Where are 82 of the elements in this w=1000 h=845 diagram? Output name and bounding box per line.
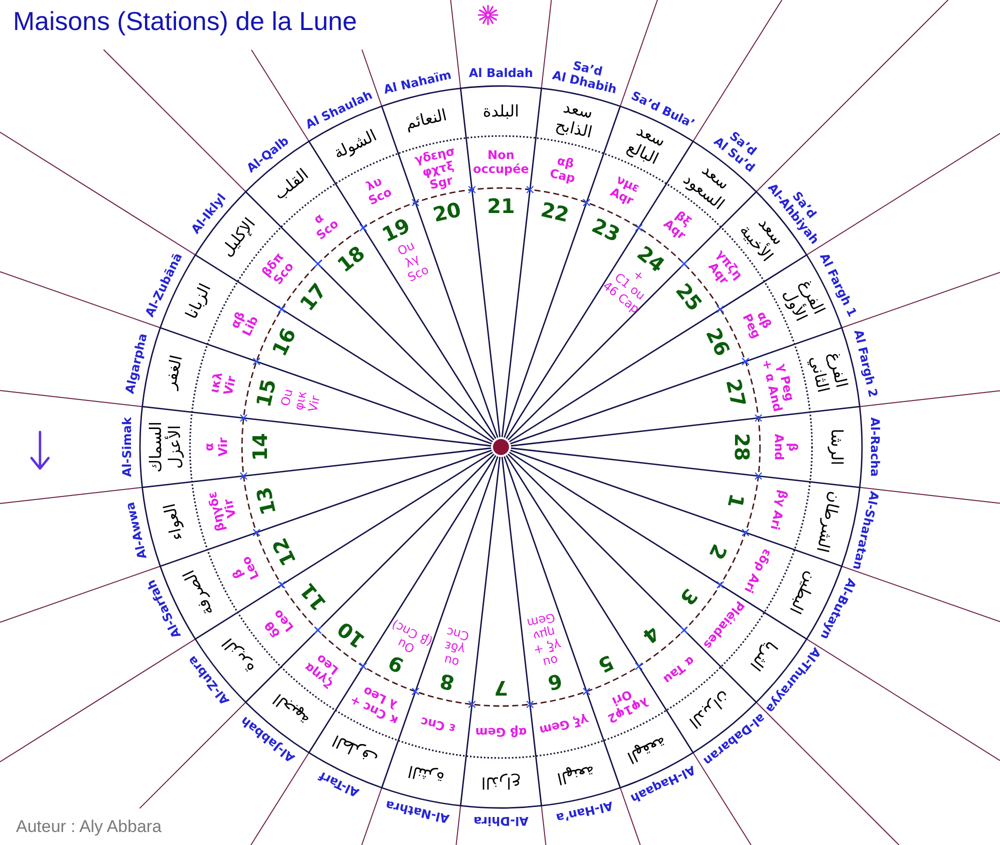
arabic-name: الهقعة: [623, 732, 670, 768]
arabic-name: الهنعة: [554, 760, 598, 788]
star-label: αβ Lib: [226, 308, 262, 340]
arabic-name: النعائم: [402, 105, 450, 134]
mansion-number: 16: [267, 324, 300, 361]
star-label: λυ Sco: [363, 173, 396, 208]
mansion-name: Al Fargh 2: [850, 328, 880, 400]
arabic-name: البلدة: [482, 102, 520, 120]
mansion-name: Sa’d Al Dhabih: [550, 58, 619, 97]
star-note: ou γδε Cnc: [442, 624, 472, 672]
star-label: νμε Aqr: [606, 172, 642, 208]
mansion-number: 17: [294, 278, 330, 316]
title: Maisons (Stations) de la Lune: [13, 6, 357, 36]
mansion-number: 27: [722, 376, 750, 410]
mansion-number: 14: [249, 432, 271, 462]
mansion-name: Al-Dhira: [472, 814, 530, 828]
arabic-name: الطرف: [328, 730, 382, 770]
star-label: α Tau: [660, 652, 698, 688]
star-note: ou γξ + ημν Gem: [524, 610, 563, 672]
mansion-number: 1: [723, 490, 748, 511]
mansion-name: Al-Han’a: [554, 798, 615, 826]
mansion-number: 12: [267, 533, 300, 570]
arabic-name: سعد البالع: [623, 120, 668, 169]
mansion-name: Al Baldah: [468, 66, 534, 80]
mansion-number: 18: [332, 240, 370, 276]
mansion-number: 23: [587, 213, 624, 246]
star-label: ικλ Vir: [206, 369, 240, 398]
star-label: ε Cnc: [418, 714, 458, 736]
star-label: αβ Gem: [474, 724, 528, 739]
arabic-name: الفرغ الأول: [778, 276, 829, 326]
star-label: β And: [772, 432, 800, 462]
arabic-name: الغفر: [160, 352, 187, 392]
star-label: βγ Ari: [767, 488, 790, 533]
star-label: β Leo: [228, 552, 262, 584]
star-label: αβ Cap: [548, 152, 578, 186]
star-label: γ Peg + α And: [759, 356, 798, 414]
star-label: α Vir: [202, 436, 230, 458]
arabic-name: الصرفة: [179, 566, 218, 619]
mansion-name: Al Nahaïm: [382, 68, 454, 98]
arabic-name: الرشا: [827, 428, 846, 466]
star-label: εδρ Ari: [740, 546, 775, 596]
star-label: γξ Gem: [538, 712, 592, 738]
star-label: αβ Peg: [739, 308, 776, 342]
star-label: βξ Aqr: [660, 208, 694, 244]
arabic-name: الشولة: [330, 125, 381, 164]
mansion-number: 20: [430, 198, 464, 226]
arabic-name: النثرة: [406, 761, 447, 788]
star-label: κ Cnc + λ Leo: [347, 682, 402, 728]
star-label: βηγδε Vir: [204, 490, 240, 534]
arabic-name: البطين: [785, 568, 822, 617]
mansion-number: 8: [437, 669, 458, 694]
mansion-number: 7: [493, 676, 509, 699]
mansion-number: 22: [538, 198, 572, 226]
star-label: γδεησ φχτξ Sgr: [412, 144, 457, 194]
star-note: Ou λγ Sco: [394, 238, 432, 286]
arabic-name: سعد الذابح: [552, 96, 596, 142]
mansion-number: 25: [672, 278, 708, 316]
mansion-number: 26: [702, 324, 734, 361]
mansion-number: 5: [594, 650, 618, 678]
mansion-name: Al-Awwa: [122, 499, 150, 561]
arabic-name: الشرطان: [812, 488, 845, 555]
mansion-number: 11: [294, 578, 330, 616]
mansion-number: 2: [704, 540, 732, 564]
mansion-number: 13: [252, 484, 280, 518]
star-label: α Sco: [310, 210, 342, 244]
mansion-number: 6: [544, 669, 565, 694]
arabic-name: الإكليل: [217, 214, 260, 262]
mansion-name: Al-Racha: [868, 416, 882, 478]
arabic-name: الزبانا: [182, 280, 216, 323]
mansion-number: 21: [486, 195, 516, 217]
mansion-number: 3: [676, 584, 703, 610]
arabic-name: السماك الأعزل: [146, 420, 184, 474]
mansion-name: Al-Simak: [120, 416, 134, 478]
credit-text: Auteur : Aly Abbara: [16, 817, 162, 837]
mansion-number: 4: [638, 622, 664, 649]
star-note: + C1 ou 46 Cap: [598, 266, 648, 316]
arabic-name: الفرغ الثاني: [806, 350, 852, 396]
star-label: Non occupée: [472, 148, 530, 176]
arabic-name: الذراع: [480, 773, 522, 792]
mansion-number: 10: [332, 618, 370, 654]
mansion-number: 28: [730, 432, 753, 462]
arabic-name: العواء: [160, 500, 188, 544]
